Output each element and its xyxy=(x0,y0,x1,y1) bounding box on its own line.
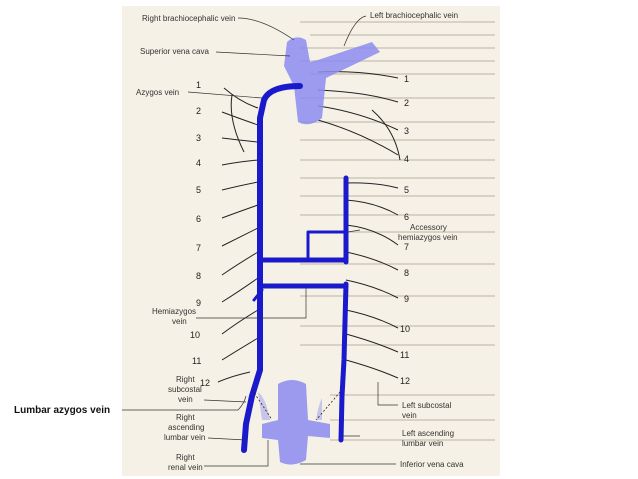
label-lumbar-azygos-vein: Lumbar azygos vein xyxy=(14,405,110,416)
rib-number-right: 7 xyxy=(404,242,409,252)
label-accessory-hemiazygos: Accessory xyxy=(410,223,447,232)
rib-number-right: 4 xyxy=(404,154,409,164)
rib-number-left: 3 xyxy=(196,133,201,143)
label-accessory-hemiazygos: hemiazygos vein xyxy=(398,233,458,242)
rib-number-left: 10 xyxy=(190,330,200,340)
label-right-ascending-lumbar-vein: ascending xyxy=(168,423,204,432)
label-hemiazygos-vein: vein xyxy=(172,317,187,326)
label-right-renal-vein: Right xyxy=(176,453,195,462)
lumbar-connections xyxy=(251,389,341,421)
label-left-ascending-lumbar-vein: lumbar vein xyxy=(402,439,443,448)
rib-number-right: 6 xyxy=(404,212,409,222)
vein-highlight-shading xyxy=(258,37,380,465)
label-left-ascending-lumbar-vein: Left ascending xyxy=(402,429,454,438)
rib-number-left: 4 xyxy=(196,158,201,168)
label-right-renal-vein: renal vein xyxy=(168,463,203,472)
rib-number-left: 2 xyxy=(196,106,201,116)
rib-number-left: 1 xyxy=(196,80,201,90)
azygos-system xyxy=(241,83,349,453)
label-right-ascending-lumbar-vein: lumbar vein xyxy=(164,433,205,442)
label-left-subcostal-vein: Left subcostal xyxy=(402,401,452,410)
rib-number-right: 10 xyxy=(400,324,410,334)
rib-number-right: 5 xyxy=(404,185,409,195)
background-text-lines xyxy=(300,21,495,441)
label-inferior-vena-cava: Inferior vena cava xyxy=(400,460,464,469)
rib-number-left: 11 xyxy=(192,356,201,366)
right-intercostal-veins xyxy=(317,71,401,379)
label-right-subcostal-vein: Right xyxy=(176,375,195,384)
label-azygos-vein: Azygos vein xyxy=(136,88,179,97)
rib-number-right: 12 xyxy=(400,376,410,386)
rib-number-right: 3 xyxy=(404,126,409,136)
rib-numbers-left: 1 2 3 4 5 6 7 8 9 10 11 12 xyxy=(190,80,210,388)
anatomical-labels: Right brachiocephalic vein Left brachioc… xyxy=(14,11,464,472)
label-right-ascending-lumbar-vein: Right xyxy=(176,413,195,422)
rib-number-left: 6 xyxy=(196,214,201,224)
leader-lines xyxy=(122,15,398,467)
rib-number-left: 9 xyxy=(196,298,201,308)
rib-number-right: 1 xyxy=(404,74,409,84)
rib-number-right: 11 xyxy=(400,350,409,360)
rib-number-right: 9 xyxy=(404,294,409,304)
rib-number-left: 7 xyxy=(196,243,201,253)
label-left-subcostal-vein: vein xyxy=(402,411,417,420)
rib-number-left: 8 xyxy=(196,271,201,281)
rib-number-right: 2 xyxy=(404,98,409,108)
label-left-brachiocephalic-vein: Left brachiocephalic vein xyxy=(370,11,458,20)
label-right-subcostal-vein: subcostal xyxy=(168,385,202,394)
label-right-subcostal-vein: vein xyxy=(178,395,193,404)
label-right-brachiocephalic-vein: Right brachiocephalic vein xyxy=(142,14,235,23)
rib-numbers-right: 1 2 3 4 5 6 7 8 9 10 11 12 xyxy=(400,74,410,386)
label-hemiazygos-vein: Hemiazygos xyxy=(152,307,196,316)
rib-number-left: 12 xyxy=(200,378,210,388)
left-intercostal-veins xyxy=(217,87,259,383)
rib-number-left: 5 xyxy=(196,185,201,195)
label-superior-vena-cava: Superior vena cava xyxy=(140,47,209,56)
rib-number-right: 8 xyxy=(404,268,409,278)
